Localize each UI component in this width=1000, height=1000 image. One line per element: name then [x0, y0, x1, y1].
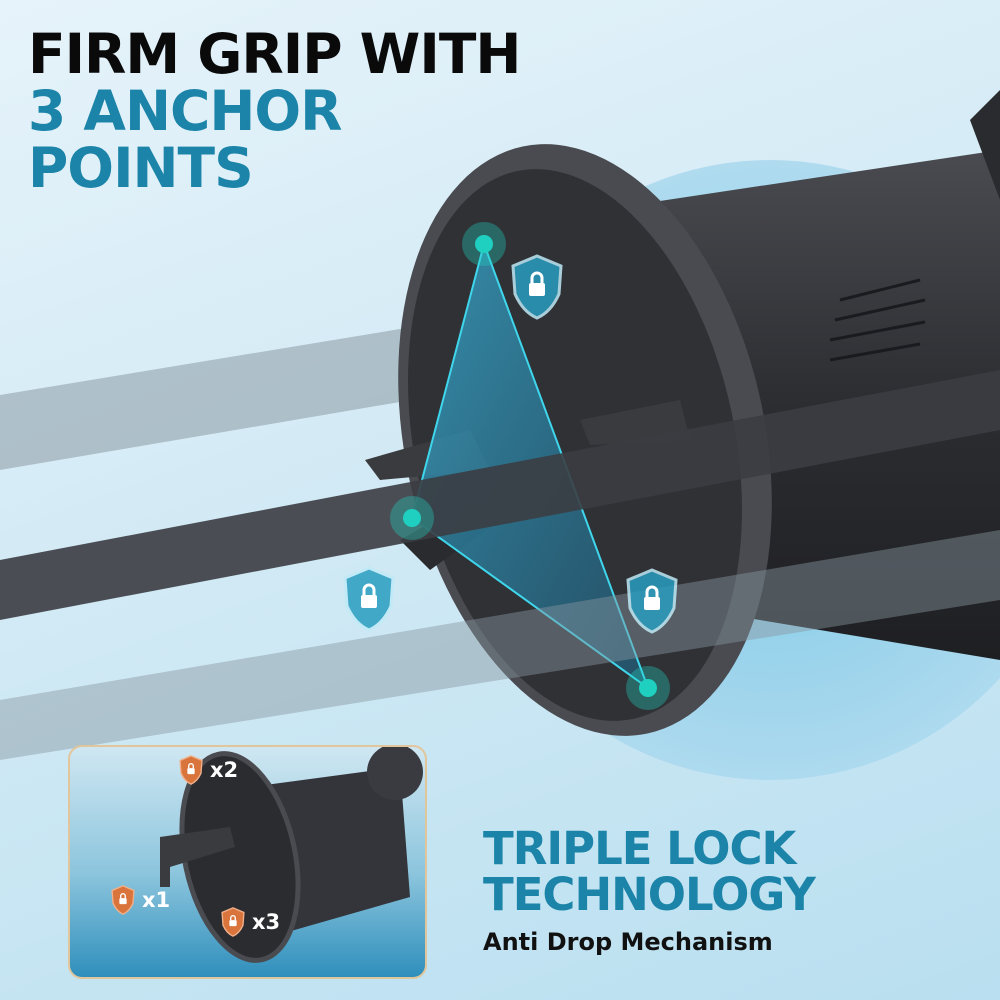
grip-ridges: [829, 278, 926, 362]
headline: FIRM GRIP WITH 3 ANCHOR POINTS: [28, 22, 521, 200]
feature-title-line1: TRIPLE LOCK: [483, 822, 796, 875]
headline-line2: 3 ANCHOR: [28, 79, 343, 143]
vent-slat: [0, 530, 1000, 760]
lock-shield-icon: [626, 568, 678, 634]
anchor-point: [462, 222, 506, 266]
headline-line3: POINTS: [28, 136, 254, 200]
lock-shield-icon: [111, 885, 135, 915]
feature-title-line2: TECHNOLOGY: [483, 868, 816, 921]
badge-x3: x3: [220, 907, 280, 937]
badge-label: x1: [142, 888, 171, 912]
badge-x1: x1: [110, 885, 170, 915]
vent-slat: [0, 370, 1000, 620]
badge-label: x2: [210, 758, 239, 782]
badge-x2: x2: [178, 755, 238, 785]
lock-shield-icon: [179, 755, 203, 785]
lock-shield-icon: [511, 254, 563, 320]
mount-ball: [970, 90, 1000, 200]
lock-shield-icon: [221, 907, 245, 937]
badge-label: x3: [252, 910, 281, 934]
anchor-point: [626, 666, 670, 710]
clip-tab: [580, 400, 690, 445]
feature-block: TRIPLE LOCK TECHNOLOGY Anti Drop Mechani…: [483, 822, 816, 957]
inset-panel: x2 x1 x3: [68, 745, 427, 979]
mini-mount-illustration: [160, 747, 423, 963]
anchor-point: [390, 496, 434, 540]
headline-line1: FIRM GRIP WITH: [28, 22, 521, 86]
lock-shield-icon: [343, 566, 395, 632]
feature-subtitle: Anti Drop Mechanism: [483, 928, 773, 956]
